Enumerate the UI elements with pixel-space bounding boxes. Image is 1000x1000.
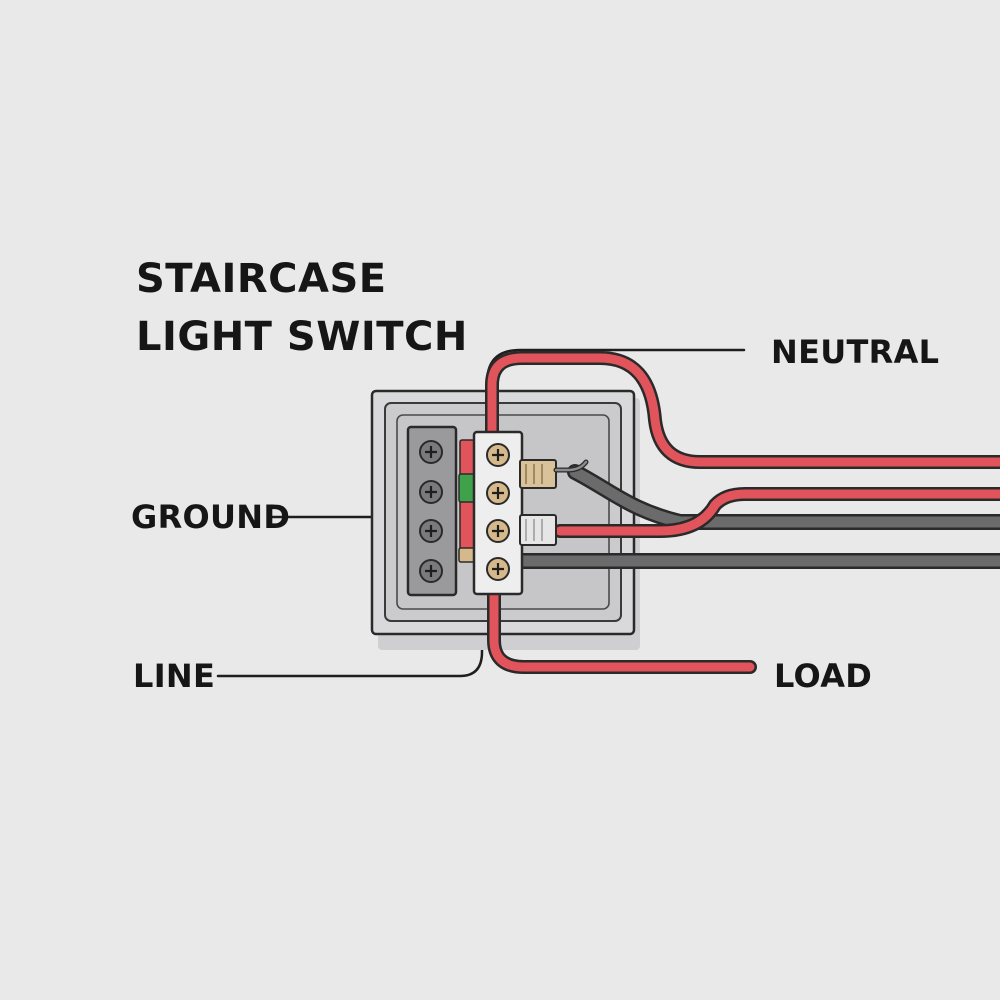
- wire-connectors: [519, 459, 589, 546]
- center-strips: [458, 439, 476, 563]
- ground-screw-1: [419, 440, 443, 464]
- switch-screw-4: [486, 557, 510, 581]
- neutral-label: NEUTRAL: [771, 333, 940, 371]
- switch-screw-1: [486, 443, 510, 467]
- traveler-wire: [555, 489, 1000, 536]
- switch-screw-2: [486, 481, 510, 505]
- load-label: LOAD: [774, 657, 873, 695]
- title-line-1: STAIRCASE: [136, 256, 387, 302]
- ground-screw-4: [419, 559, 443, 583]
- ground-screw-2: [419, 480, 443, 504]
- neutral-wires: [507, 464, 1000, 569]
- brass-strip: [458, 547, 476, 563]
- line-leader: [216, 594, 484, 678]
- title-line-2: LIGHT SWITCH: [136, 314, 468, 360]
- diagram-title: STAIRCASE LIGHT SWITCH: [136, 250, 468, 366]
- switch-terminal-block: [472, 430, 524, 596]
- live-wires: [485, 351, 1000, 674]
- neutral-wire-1: [569, 466, 1000, 528]
- ground-block-body: [406, 425, 458, 597]
- switch-block-body: [472, 430, 524, 596]
- ground-strip: [458, 473, 476, 503]
- top-loop-wire: [487, 353, 1000, 467]
- switch-screw-3: [486, 519, 510, 543]
- ground-terminal-block: [406, 425, 458, 597]
- lower-connector: [519, 514, 557, 546]
- ground-label: GROUND: [131, 498, 291, 536]
- load-wire: [489, 585, 755, 672]
- line-label: LINE: [133, 657, 216, 695]
- ground-screw-3: [419, 519, 443, 543]
- upper-connector: [519, 459, 589, 489]
